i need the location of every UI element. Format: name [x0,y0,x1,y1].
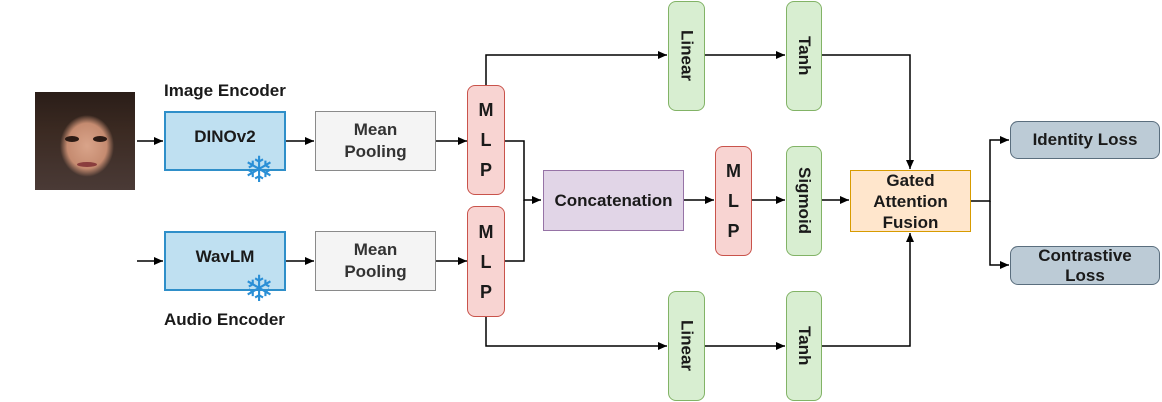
mlp-letter: M [478,221,494,242]
tanh-top-label: Tanh [795,36,814,76]
snowflake-icon: ❄ [244,268,275,309]
linear-top: Linear [668,1,705,111]
mlp-letter: L [480,251,492,272]
mlp-letter: P [479,281,492,302]
snowflake-icon: ❄ [244,149,275,190]
wavlm-block: WavLM [164,231,286,291]
linear-top-label: Linear [677,30,697,82]
linear-bottom: Linear [668,291,705,401]
face-image [35,92,135,190]
identity-loss: Identity Loss [1010,121,1160,159]
mlp-letter: M [726,161,741,181]
audio-encoder-label: Audio Encoder [164,310,285,329]
sigmoid-block: Sigmoid [786,146,822,256]
sigmoid-label: Sigmoid [795,167,814,235]
mean-pooling-top: Mean Pooling [315,111,436,171]
waveform-icon [5,247,131,276]
mlp-middle: M L P [715,146,752,256]
mlp-top: M L P [467,85,505,195]
contrastive-loss: Contrastive Loss [1010,246,1160,285]
tanh-top: Tanh [786,1,822,111]
concatenation-block: Concatenation [543,170,684,231]
linear-bottom-label: Linear [677,320,697,372]
mlp-letter: M [478,100,494,120]
image-encoder-label: Image Encoder [164,81,286,100]
dinov2-label: DINOv2 [194,127,256,146]
gated-attention-fusion: Gated Attention Fusion [850,170,971,232]
mean-pooling-bottom: Mean Pooling [315,231,436,291]
tanh-bottom: Tanh [786,291,822,401]
tanh-bottom-label: Tanh [795,326,814,366]
mlp-letter: P [479,160,492,180]
mlp-letter: L [728,191,739,211]
mlp-bottom: M L P [467,206,505,317]
dinov2-block: DINOv2 [164,111,286,171]
mlp-letter: P [727,221,740,241]
mlp-letter: L [480,130,492,150]
wavlm-label: WavLM [195,247,255,266]
